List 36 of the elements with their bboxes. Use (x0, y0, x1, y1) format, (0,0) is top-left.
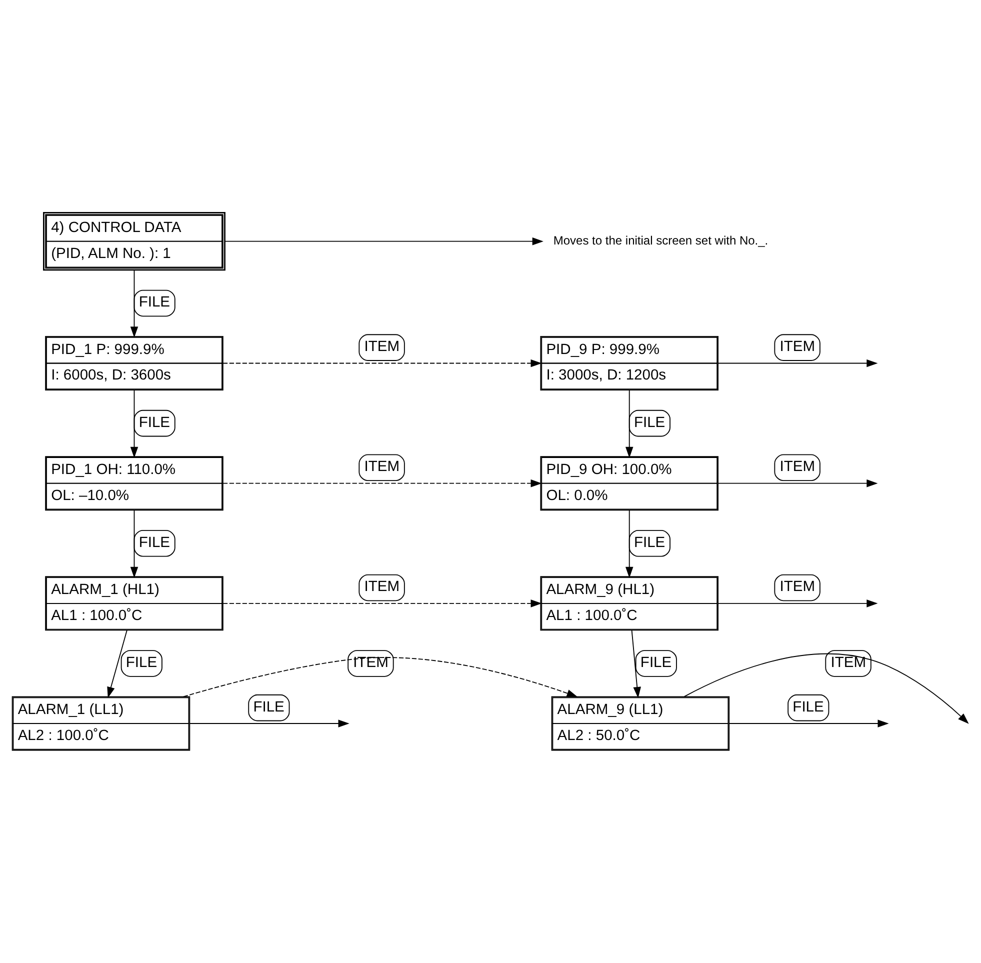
arrow (718, 359, 878, 368)
arrow (224, 237, 544, 246)
edge-label: ITEM (780, 459, 816, 476)
arrow (718, 600, 878, 608)
arrow (631, 630, 641, 698)
edge-label: ITEM (780, 579, 816, 596)
arrow (130, 510, 138, 578)
edge-label: FILE (138, 414, 170, 431)
edge-label: FILE (634, 414, 666, 431)
arrow (107, 630, 128, 698)
arrow (190, 720, 350, 728)
arrow (130, 270, 138, 338)
edge-label: ITEM (353, 654, 388, 671)
arrow (183, 657, 578, 698)
edge-label: FILE (138, 534, 170, 551)
arrow (684, 653, 969, 724)
edge-label: ITEM (364, 579, 400, 596)
arrow (729, 720, 889, 728)
edge-label: ITEM (364, 339, 400, 356)
edge-label: FILE (634, 534, 666, 551)
arrow (222, 600, 542, 608)
edge-label: FILE (253, 699, 284, 716)
edge-label: FILE (138, 294, 170, 311)
arrow (222, 359, 542, 368)
edge-label: FILE (792, 699, 824, 716)
node-text: Moves to the initial screen set with No._. (553, 233, 768, 248)
edge-label: ITEM (780, 339, 816, 356)
edge-label: ITEM (364, 459, 400, 476)
arrow (625, 390, 634, 458)
arrow (625, 510, 634, 578)
arrow (718, 479, 878, 488)
edge-label: ITEM (830, 654, 866, 671)
edge-label: FILE (126, 654, 158, 671)
arrow (130, 390, 138, 458)
edge-label: FILE (640, 654, 672, 671)
arrow (222, 479, 542, 488)
